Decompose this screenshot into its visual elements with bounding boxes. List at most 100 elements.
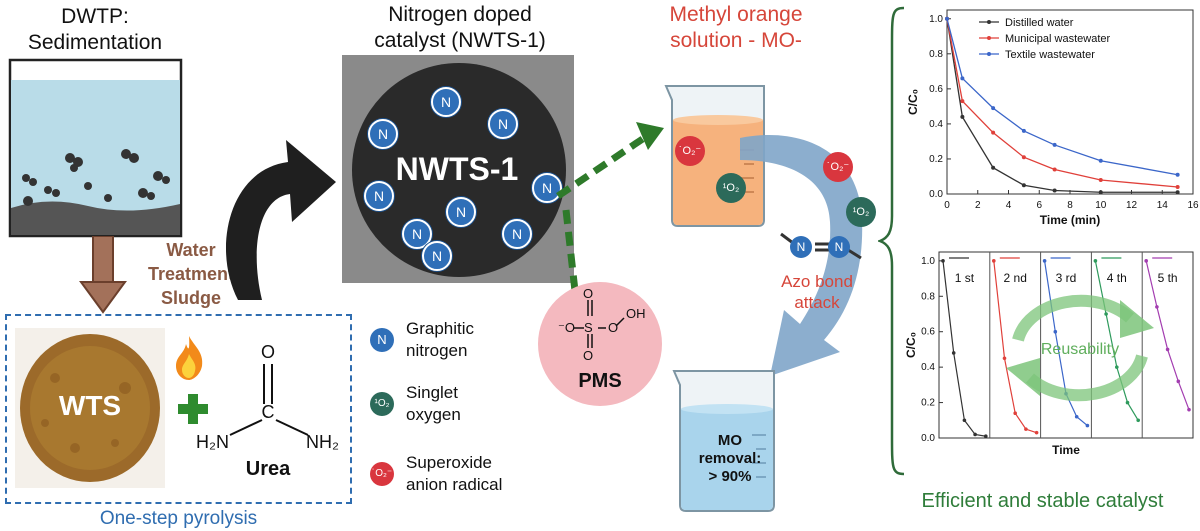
dashed-arrow-icon bbox=[556, 122, 664, 301]
data-point bbox=[1085, 423, 1090, 428]
data-point bbox=[1098, 177, 1103, 182]
nitrogen-atom-icon: N bbox=[828, 236, 850, 258]
superoxide-icon: ˙O₂⁻ bbox=[370, 462, 394, 486]
curved-arrow-icon bbox=[225, 140, 336, 300]
x-tick-label: 4 bbox=[1006, 200, 1012, 211]
cycle-label: 1 st bbox=[955, 271, 975, 285]
x-tick-label: 16 bbox=[1187, 200, 1199, 211]
data-point bbox=[1115, 365, 1119, 369]
y-tick-label: 0.4 bbox=[929, 119, 943, 130]
reuse-arrow-top bbox=[1012, 294, 1134, 342]
urea-c-atom: C bbox=[261, 402, 275, 422]
y-tick-label: 0.6 bbox=[921, 327, 935, 338]
pms-s-atom: S bbox=[584, 320, 593, 335]
sedimentation-tank-illustration bbox=[8, 58, 183, 238]
mo-title-line2: solution - MO- bbox=[670, 29, 802, 52]
legend-superoxide: Superoxide anion radical bbox=[406, 452, 502, 496]
legend-item-line2: anion radical bbox=[406, 475, 503, 494]
data-point bbox=[1104, 312, 1108, 316]
urea-nh2-group: NH₂ bbox=[306, 432, 339, 452]
data-point bbox=[1175, 190, 1180, 195]
data-point bbox=[1034, 430, 1039, 435]
catalyst-image: NWTS-1 N N N N N N N N N bbox=[342, 55, 574, 283]
graphitic-nitrogen-icon: N bbox=[364, 181, 394, 211]
y-tick-label: 0.8 bbox=[929, 49, 943, 60]
data-point bbox=[1021, 155, 1026, 160]
graphitic-nitrogen-icon: N bbox=[502, 219, 532, 249]
data-point bbox=[960, 114, 965, 119]
data-point bbox=[1024, 427, 1028, 431]
y-tick-label: 0.0 bbox=[929, 189, 943, 200]
data-point bbox=[960, 76, 965, 81]
y-axis-label: C/C₀ bbox=[905, 332, 918, 358]
cycle-label: 3 rd bbox=[1056, 271, 1077, 285]
y-tick-label: 0.2 bbox=[929, 154, 943, 165]
data-point bbox=[960, 99, 965, 104]
data-point bbox=[973, 432, 977, 437]
x-tick-label: 0 bbox=[944, 200, 950, 211]
y-tick-label: 0.2 bbox=[921, 398, 935, 409]
urea-structure: O C H₂N NH₂ Urea bbox=[190, 340, 350, 490]
data-point bbox=[984, 434, 988, 439]
graphitic-nitrogen-icon: N bbox=[368, 119, 398, 149]
data-point bbox=[951, 351, 956, 355]
mo-removal-line1: MO bbox=[717, 432, 743, 449]
reuse-arrowhead-bottom bbox=[1006, 358, 1040, 396]
cycle-label: 5 th bbox=[1158, 271, 1178, 285]
legend-item-line1: Superoxide bbox=[406, 453, 493, 472]
data-point bbox=[1093, 259, 1098, 263]
blue-beaker bbox=[672, 370, 775, 512]
data-point bbox=[1165, 347, 1170, 352]
data-point bbox=[1052, 188, 1057, 193]
sludge-label-line1: Water bbox=[166, 240, 216, 260]
singlet-oxygen-icon: ¹O₂ bbox=[846, 197, 876, 227]
azo-label: Azo bond attack bbox=[762, 271, 872, 313]
mo-removal-label: MO removal: > 90% bbox=[690, 432, 770, 486]
graphitic-nitrogen-icon: N bbox=[446, 197, 476, 227]
singlet-oxygen-icon: ¹O₂ bbox=[370, 392, 394, 416]
reuse-arrow-bottom bbox=[1026, 354, 1148, 402]
curly-brace bbox=[878, 6, 905, 476]
mo-title: Methyl orange solution - MO- bbox=[636, 2, 836, 54]
x-tick-label: 14 bbox=[1157, 200, 1169, 211]
mo-title-line1: Methyl orange bbox=[669, 3, 803, 26]
y-tick-label: 0.8 bbox=[921, 291, 935, 302]
y-tick-label: 0.0 bbox=[921, 433, 935, 444]
superoxide-icon: ˙O₂⁻ bbox=[675, 136, 705, 166]
sedimentation-title-line2: Sedimentation bbox=[27, 31, 163, 54]
data-point bbox=[1021, 183, 1026, 188]
x-axis-label: Time (min) bbox=[1040, 213, 1100, 227]
legend-label: Distilled water bbox=[1005, 17, 1074, 29]
pms-bonds bbox=[574, 300, 625, 348]
y-tick-label: 1.0 bbox=[921, 256, 935, 267]
reuse-arrowhead-top bbox=[1120, 300, 1154, 338]
x-tick-label: 2 bbox=[975, 200, 981, 211]
urea-o-atom: O bbox=[260, 342, 275, 362]
cycle-label: 2 nd bbox=[1004, 271, 1027, 285]
legend-marker bbox=[987, 52, 991, 56]
data-point bbox=[1136, 418, 1140, 423]
plot-frame bbox=[946, 9, 1194, 195]
pms-label: PMS bbox=[578, 370, 622, 392]
data-point bbox=[1021, 128, 1026, 133]
y-tick-label: 0.4 bbox=[921, 362, 935, 373]
cycle-label: 4 th bbox=[1107, 271, 1127, 285]
legend-singlet-oxygen: Singlet oxygen bbox=[406, 382, 461, 426]
data-point bbox=[1052, 167, 1057, 172]
data-point bbox=[1175, 184, 1180, 189]
urea-h2n-group: H₂N bbox=[196, 432, 229, 452]
data-point bbox=[991, 165, 996, 170]
y-axis-label: C/C₀ bbox=[906, 89, 920, 115]
graphitic-nitrogen-icon: N bbox=[370, 328, 394, 352]
data-point bbox=[945, 16, 949, 21]
data-point bbox=[991, 106, 996, 111]
data-point bbox=[1125, 400, 1130, 405]
data-point bbox=[1052, 142, 1057, 147]
data-point bbox=[1187, 407, 1191, 412]
urea-bonds bbox=[229, 364, 309, 436]
x-tick-label: 12 bbox=[1126, 200, 1138, 211]
reusability-label: Reusability bbox=[1041, 341, 1119, 358]
sludge-label: Water Treatment Sludge bbox=[136, 238, 246, 310]
